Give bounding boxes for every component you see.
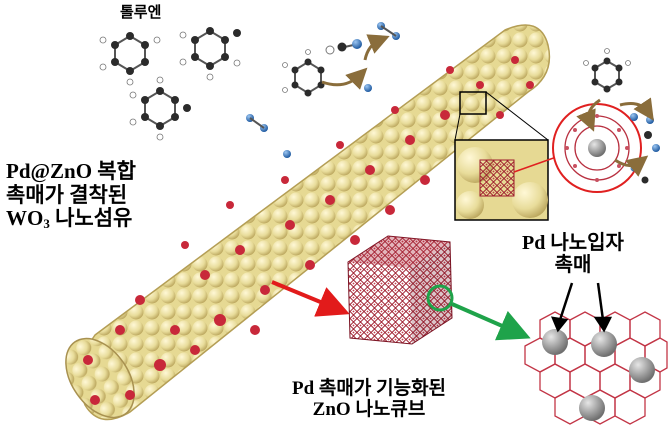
- wo3-nanofiber: [65, 24, 551, 421]
- pd-nanoparticle: [579, 395, 605, 421]
- pd-nanoparticle: [542, 329, 568, 355]
- fiber-label-wo: WO: [6, 206, 44, 231]
- fiber-label-line2: 촉매가 결착된: [6, 182, 128, 207]
- zoom-source-box: [459, 91, 487, 115]
- toluene-molecule: [179, 27, 241, 81]
- reaction-arrows: [321, 34, 654, 177]
- pd-label-line1: Pd 나노입자: [522, 232, 624, 254]
- pd-nanoparticle: [629, 357, 655, 383]
- fiber-label-line3: WO3 나노섬유: [6, 206, 136, 232]
- toluene-molecule: [129, 76, 191, 141]
- fiber-label-line1: Pd@ZnO 복합: [6, 159, 136, 183]
- pd-label-line2: 촉매: [554, 254, 592, 277]
- pd-zno-spots: [83, 56, 534, 405]
- green-arrow: [451, 302, 531, 341]
- pd-pointer-arrows: [550, 282, 613, 333]
- toluene-molecules: [99, 27, 631, 141]
- nanocube-label: Pd 촉매가 기능화된 ZnO 나노큐브: [292, 378, 446, 421]
- pd-nanoparticle: [591, 331, 617, 357]
- toluene-molecule: [282, 49, 325, 97]
- red-arrow: [271, 280, 350, 317]
- pd-nanoparticle-lattice: [524, 311, 668, 425]
- fiber-label-nanofiber: 나노섬유: [49, 206, 133, 231]
- pd-nanoparticle-label: Pd 나노입자 촉매: [522, 232, 624, 277]
- cube-label-line1: Pd 촉매가 기능화된: [292, 378, 447, 399]
- fiber-label-sub: 3: [43, 216, 50, 232]
- cube-label-line2: ZnO 나노큐브: [312, 399, 426, 421]
- fiber-label: Pd@ZnO 복합 촉매가 결착된 WO3 나노섬유: [6, 159, 136, 232]
- toluene-label: 톨루엔: [120, 3, 162, 21]
- toluene-molecule: [99, 32, 161, 86]
- green-magnifier-circle: [426, 284, 454, 312]
- toluene-molecule: [583, 48, 631, 93]
- pd-cluster-highlight: [552, 103, 642, 193]
- zoom-inset: [454, 139, 563, 221]
- zno-nanocube: [347, 235, 453, 345]
